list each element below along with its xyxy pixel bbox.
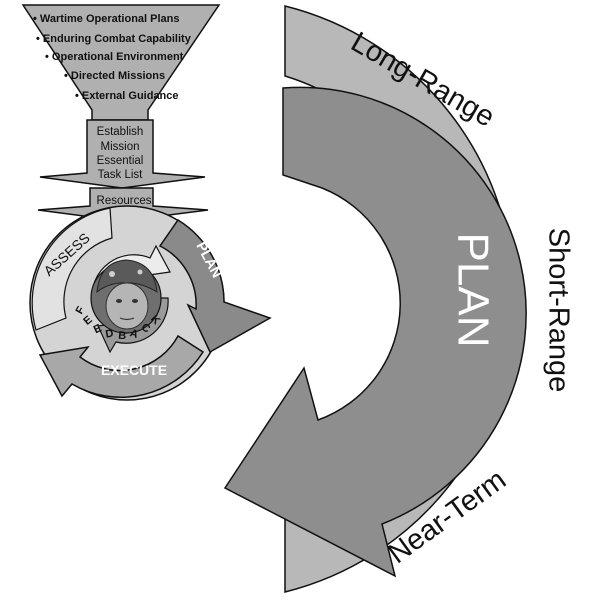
establish-line: Mission [101,141,140,153]
establish-line: Establish [97,126,144,138]
soldier-portrait [90,259,162,334]
resources-label: Resources [97,195,152,207]
feedback-letter: D [105,327,115,340]
short-range-label: Short-Range [542,228,574,392]
establish-line: Essential [97,155,144,167]
establish-line: Task List [98,169,144,181]
funnel-item: • Directed Missions [64,70,165,82]
feedback-label: F E E D B A C K [74,304,163,342]
funnel-item: • Enduring Combat Capability [36,33,192,45]
funnel-list: • Wartime Operational Plans • Enduring C… [33,13,192,102]
plan-cycle-segment [158,218,272,354]
plan-arrow-shape [223,86,527,578]
feedback-letter: B [118,330,127,343]
funnel-item: • External Guidance [75,90,179,102]
establish-metl-text: Establish Mission Essential Task List [97,126,144,181]
feedback-letter: E [92,322,104,336]
assess-cycle-segment [31,207,113,331]
establish-metl-step [39,119,206,189]
feedback-letter: A [128,327,139,341]
plan-center-label: PLAN [448,233,497,348]
funnel-item: • Wartime Operational Plans [33,13,180,25]
execute-cycle-segment [38,334,205,398]
funnel-item: • Operational Environment [45,51,184,63]
execute-label: EXECUTE [101,362,167,378]
